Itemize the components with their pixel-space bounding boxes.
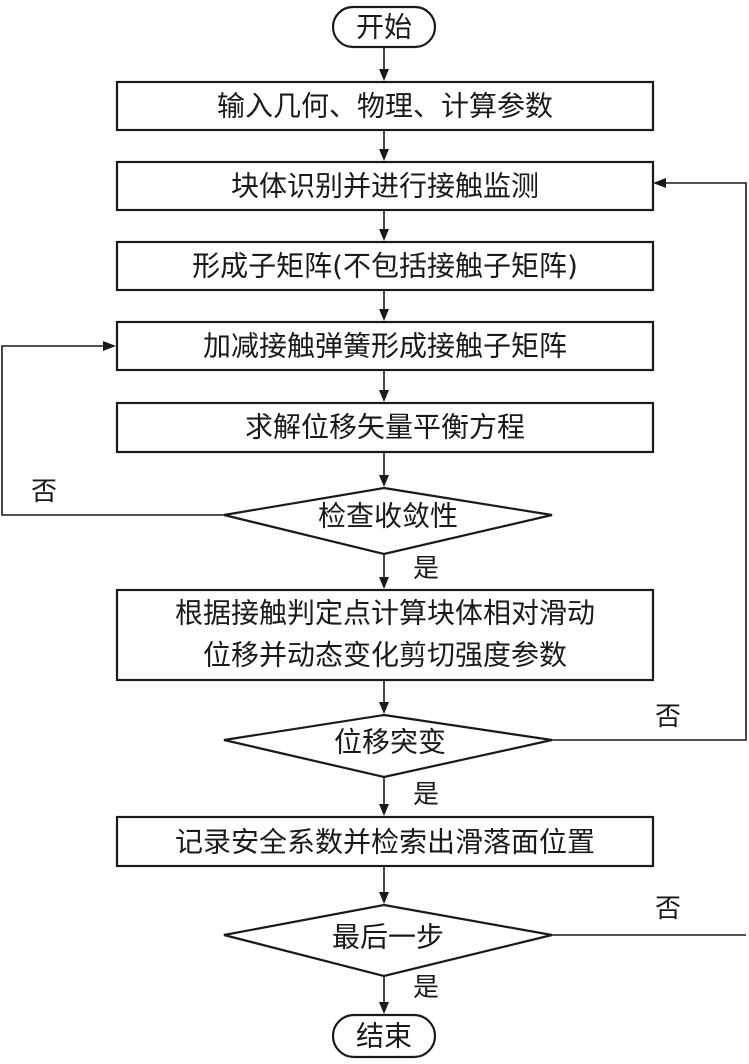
input-params-box [115,80,655,132]
arrowhead-to-detect [379,149,389,161]
arrowhead-to-submatrix [379,229,389,241]
connectors [1,47,747,1003]
solve-box [115,401,655,454]
node-solve: 求解位移矢量平衡方程 [115,401,655,454]
end-label: 结束 [356,1020,412,1053]
sliding-label-line1: 根据接触判定点计算块体相对滑动 [175,597,595,630]
node-convergence: 检查收敛性 [223,486,553,556]
node-sliding: 根据接触判定点计算块体相对滑动 位移并动态变化剪切强度参数 [115,588,655,682]
record-box [115,815,655,868]
edge-convergence-no-loop [1,345,224,516]
node-last-step: 最后一步 [223,903,553,978]
convergence-label: 检查收敛性 [318,500,458,533]
block-detect-box [115,160,655,212]
arrowhead-loop-to-detect [653,178,666,188]
input-params-label: 输入几何、物理、计算参数 [217,90,553,123]
arrowheads [103,69,666,1014]
sliding-box [115,588,655,682]
end-terminal [331,1013,437,1059]
contact-springs-box [115,320,655,372]
edge-jump-no-loop [552,182,747,741]
sliding-label-line2: 位移并动态变化剪切强度参数 [203,639,567,672]
node-end: 结束 [331,1013,437,1059]
node-start: 开始 [331,5,437,49]
arrowhead-to-springs [379,309,389,321]
node-input-params: 输入几何、物理、计算参数 [115,80,655,132]
arrowhead-to-convergence [379,475,389,487]
start-label: 开始 [356,11,412,44]
displacement-jump-diamond [223,713,553,779]
arrowhead-loop-to-springs [103,341,116,351]
start-terminal [331,5,437,49]
node-sub-matrix: 形成子矩阵(不包括接触子矩阵) [115,240,655,292]
node-contact-springs: 加减接触弹簧形成接触子矩阵 [115,320,655,372]
edge-labels: 否 是 否 是 否 是 [31,477,681,1003]
jump-yes-label: 是 [413,780,439,810]
arrowhead-to-input [379,69,389,81]
last-yes-label: 是 [413,973,439,1003]
arrowhead-to-jump [379,702,389,714]
convergence-yes-label: 是 [413,554,439,584]
node-displacement-jump: 位移突变 [223,713,553,779]
arrowhead-to-solve [379,390,389,402]
arrowhead-to-end [379,1002,389,1014]
node-record: 记录安全系数并检索出滑落面位置 [115,815,655,868]
arrowhead-to-last [379,892,389,904]
solve-label: 求解位移矢量平衡方程 [245,411,525,444]
jump-no-label: 否 [655,702,681,732]
arrowhead-to-record [379,804,389,816]
convergence-diamond [223,486,553,556]
last-no-label: 否 [655,894,681,924]
node-block-detect: 块体识别并进行接触监测 [115,160,655,212]
convergence-no-label: 否 [31,477,57,507]
contact-springs-label: 加减接触弹簧形成接触子矩阵 [203,330,567,363]
record-label: 记录安全系数并检索出滑落面位置 [175,826,595,859]
arrowhead-to-sliding [379,577,389,589]
sub-matrix-box [115,240,655,292]
sub-matrix-label: 形成子矩阵(不包括接触子矩阵) [192,250,578,283]
last-step-diamond [223,903,553,978]
last-step-label: 最后一步 [332,921,444,954]
block-detect-label: 块体识别并进行接触监测 [231,170,539,203]
displacement-jump-label: 位移突变 [334,726,446,759]
